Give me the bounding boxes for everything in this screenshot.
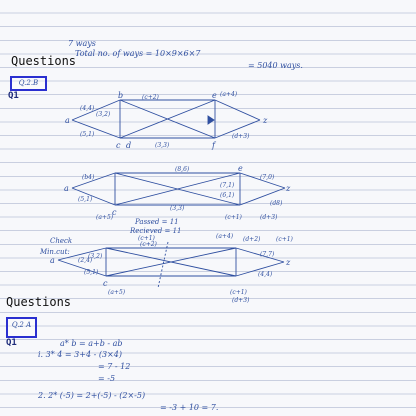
q2-line-2: i. 3* 4 = 3+4 - (3×4) <box>38 350 122 359</box>
g3-label: (3,2) <box>88 253 103 260</box>
g3-label: (a+5) <box>108 289 126 296</box>
q2-line-1: a* b = a+b - ab <box>60 339 123 348</box>
g3-label: (4,4) <box>258 271 273 278</box>
question-number-2: Q1 <box>6 338 17 348</box>
g2-label: (8,6) <box>175 166 190 173</box>
network-graph-1: a b c d e f z (c+2) (a+4) (4,4) (3,2) (5… <box>65 91 268 150</box>
header-line-3: = 5040 ways. <box>248 61 303 70</box>
header-line-1: 7 ways <box>68 39 96 48</box>
g2-label: (3,3) <box>170 205 185 212</box>
g1-label: (3,3) <box>155 142 170 149</box>
g1-node-e: e <box>212 91 217 100</box>
questions-label-2: Questions <box>6 295 72 309</box>
g3-label: (d+2) <box>243 236 261 243</box>
g1-node-a: a <box>65 116 70 125</box>
g2-label: (6,1) <box>220 192 235 199</box>
g1-label: (5,1) <box>80 131 95 138</box>
q2-line-5: 2. 2* (-5) = 2+(-5) - (2×-5) <box>38 391 146 400</box>
g3-label: (c+1) <box>230 289 248 296</box>
g2-label: (7,0) <box>260 174 275 181</box>
q2-line-6: = -3 + 10 = 7. <box>160 403 219 412</box>
g2-label: (c+1) <box>225 214 243 221</box>
g1-node-d: d <box>126 141 131 150</box>
g2-label: (d8) <box>270 200 283 207</box>
g1-node-f: f <box>211 141 217 150</box>
question-tag-2[interactable]: Q.2 A <box>6 317 37 338</box>
g1-label: (c+2) <box>142 94 160 101</box>
q2-line-4: = -5 <box>98 374 116 383</box>
network-graph-3: a c z (c+1) (c+2) (a+4) (d+2) (c+1) (7,7… <box>50 233 294 304</box>
g2-node-a: a <box>64 184 69 193</box>
g1-label: (d+3) <box>232 133 250 140</box>
mincut-text: Min.cut: <box>40 248 70 256</box>
g3-label: (c+1) <box>138 235 156 242</box>
g3-label: (d+3) <box>232 297 250 304</box>
question-number-1: Q1 <box>8 91 19 101</box>
network-graph-2: a e c z (8,6) (b4) (7,1) (7,0) (6,1) (5,… <box>64 164 291 221</box>
g2-node-e: e <box>238 164 243 173</box>
g3-label: (7,7) <box>260 251 275 258</box>
passed-text: Passed = 11 <box>135 218 179 226</box>
g3-label: (5,1) <box>84 269 99 276</box>
g3-node-a: a <box>50 256 55 265</box>
g3-node-z: z <box>285 258 291 267</box>
g3-label: (c+1) <box>276 236 294 243</box>
g3-label: (c+2) <box>140 241 158 248</box>
g1-node-b: b <box>118 91 123 100</box>
g2-label: (d+3) <box>260 214 278 221</box>
g2-node-z: z <box>285 184 291 193</box>
g2-label: (7,1) <box>220 182 235 189</box>
g2-label: (b4) <box>82 174 95 181</box>
g2-node-c: c <box>112 208 117 217</box>
g1-node-z: z <box>262 116 268 125</box>
g1-label: (4,4) <box>80 105 95 112</box>
g2-label: (a+5) <box>96 214 114 221</box>
g3-node-c: c <box>103 279 108 288</box>
question-tag-1[interactable]: Q.2.B <box>10 76 47 91</box>
g3-label: (2,4) <box>78 257 93 264</box>
questions-label-1: Questions <box>11 54 77 68</box>
check-text: Check <box>50 237 73 245</box>
g3-label: (a+4) <box>216 233 234 240</box>
g1-label: (3,2) <box>96 111 111 118</box>
received-text: Recieved = 11 <box>130 227 182 235</box>
header-line-2: Total no. of ways = 10×9×6×7 <box>75 49 201 58</box>
q2-line-3: = 7 - 12 <box>98 362 131 371</box>
g1-label: (a+4) <box>220 91 238 98</box>
g2-label: (5,1) <box>78 196 93 203</box>
g1-node-c: c <box>116 141 121 150</box>
